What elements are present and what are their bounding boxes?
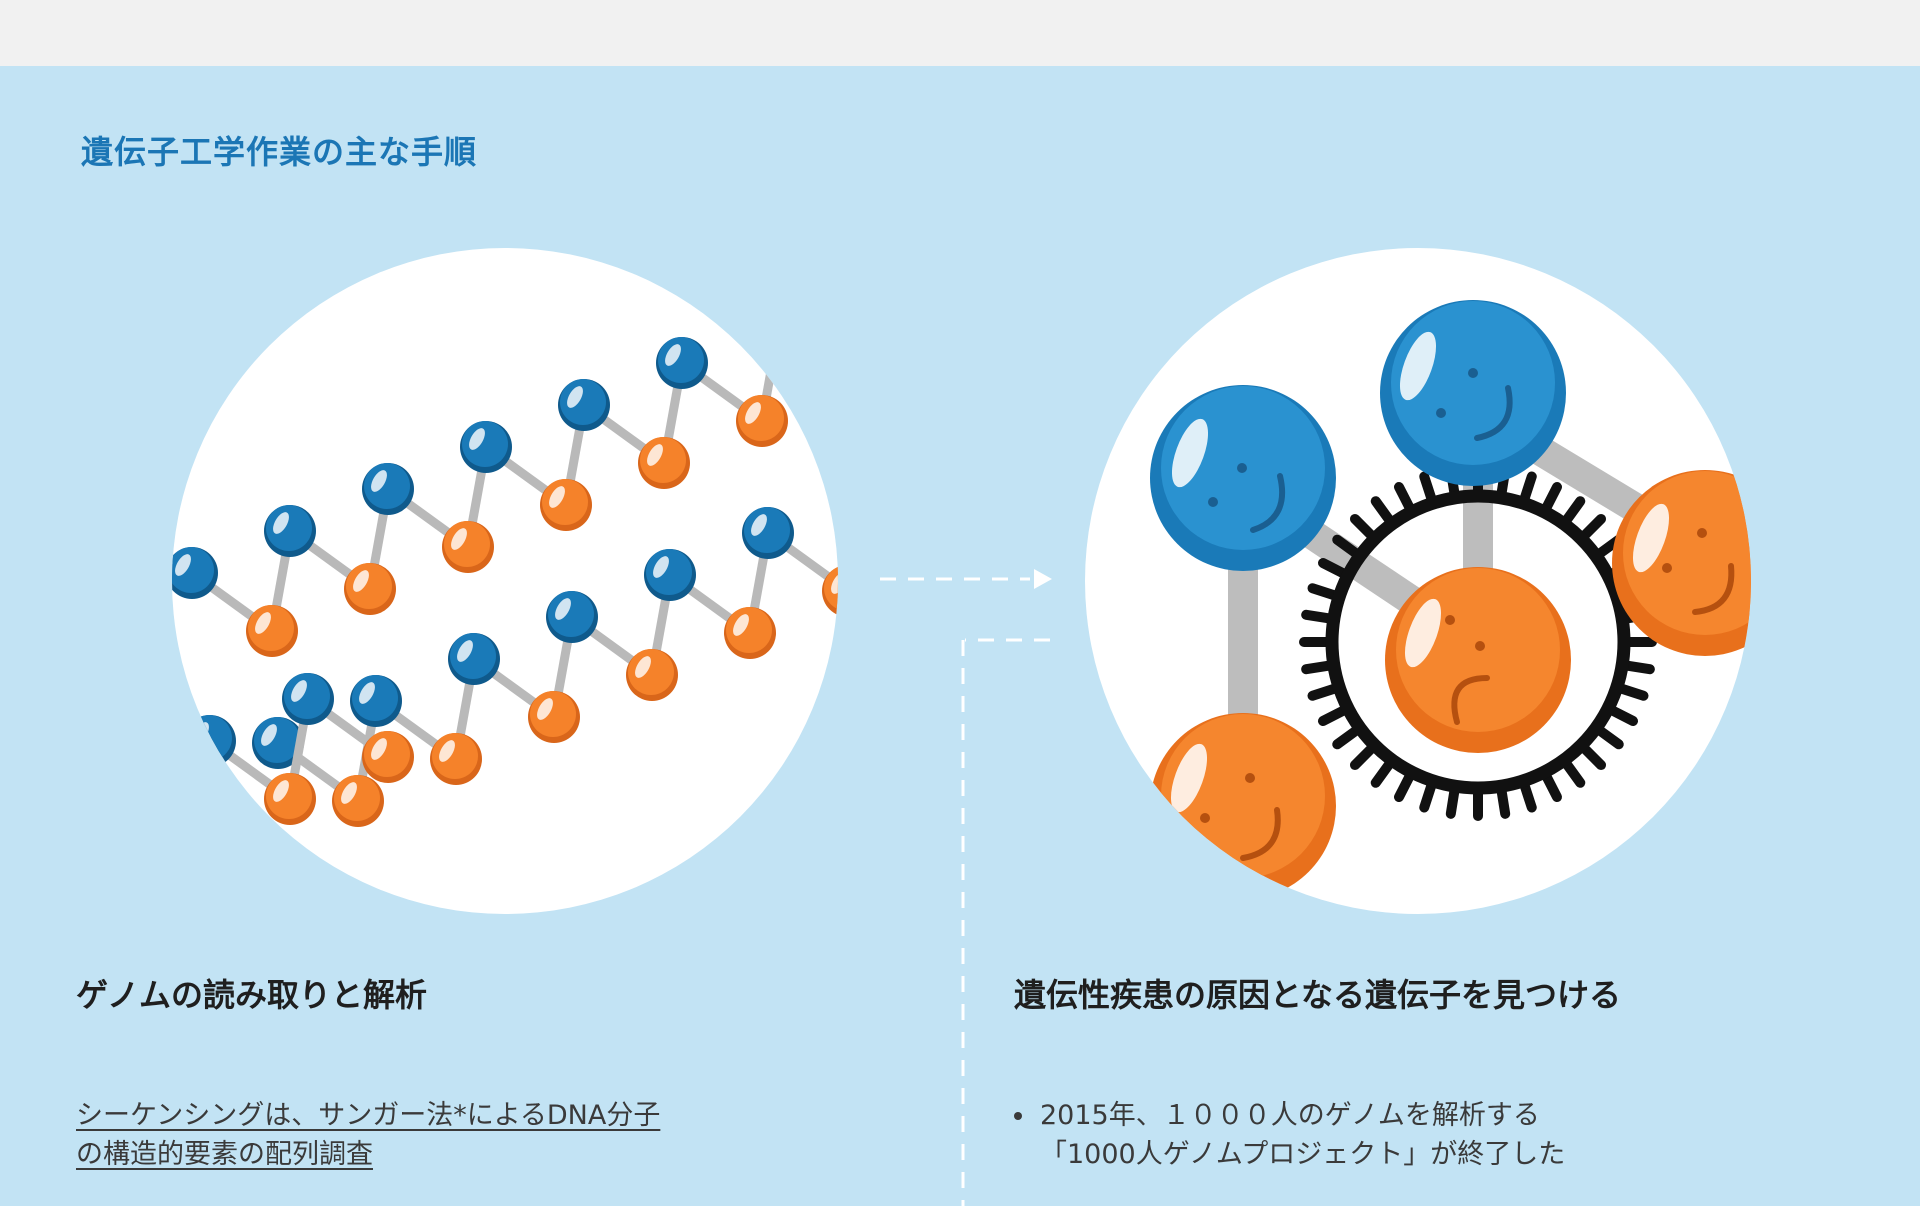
step-bullet-list: 2015年、１０００人のゲノムを解析する「1000人ゲノムプロジェクト」が終了し… — [1014, 1096, 1714, 1174]
dna-node — [460, 421, 512, 473]
dna-node — [540, 479, 592, 531]
step-heading-disease-gene: 遺伝性疾患の原因となる遺伝子を見つける — [1014, 976, 1622, 1014]
dna-node — [264, 773, 316, 825]
step-heading-genome: ゲノムの読み取りと解析 — [76, 976, 428, 1014]
sad-orange-node-center — [1385, 567, 1571, 753]
description-line-1: シーケンシングは、サンガー法*によるDNA分子 — [76, 1100, 661, 1131]
dna-node — [644, 549, 696, 601]
dna-node — [332, 775, 384, 827]
defective-gene-illustration-circle — [1085, 248, 1751, 914]
dna-node — [252, 717, 304, 769]
dna-node — [656, 337, 708, 389]
step-description-genome: シーケンシングは、サンガー法*によるDNA分子の構造的要素の配列調査 — [76, 1096, 776, 1174]
orange-node-right — [1612, 470, 1751, 656]
dna-node — [528, 691, 580, 743]
dna-node — [448, 633, 500, 685]
dna-node — [362, 731, 414, 783]
dna-node — [736, 395, 788, 447]
dna-node — [822, 566, 838, 615]
dna-node — [742, 507, 794, 559]
dna-node — [442, 521, 494, 573]
blue-node-left — [1150, 385, 1336, 571]
dna-node — [724, 607, 776, 659]
arrow-right-icon — [1034, 569, 1052, 589]
dna-node — [184, 715, 236, 767]
dna-node — [558, 379, 610, 431]
dna-node — [626, 649, 678, 701]
dna-node — [264, 505, 316, 557]
content-panel: 遺伝子工学作業の主な手順 — [0, 66, 1920, 1206]
dna-double-strand-icon — [172, 295, 838, 867]
dna-node — [362, 463, 414, 515]
dna-node — [282, 673, 334, 725]
section-title: 遺伝子工学作業の主な手順 — [81, 133, 478, 171]
bullet-line-2: 「1000人ゲノムプロジェクト」が終了した — [1040, 1139, 1566, 1170]
dna-node — [172, 547, 218, 599]
blue-node-top — [1380, 300, 1566, 486]
top-bar — [0, 0, 1920, 66]
defective-gene-molecule-icon — [1150, 300, 1751, 899]
sequencing-link[interactable]: シーケンシングは、サンガー法*によるDNA分子の構造的要素の配列調査 — [76, 1100, 660, 1170]
description-line-2: の構造的要素の配列調査 — [76, 1139, 373, 1170]
dna-node — [172, 815, 218, 867]
dna-node — [754, 295, 806, 347]
dna-node — [350, 675, 402, 727]
orange-node-bottom-left — [1150, 713, 1336, 899]
dna-node — [546, 591, 598, 643]
dna-illustration-circle — [172, 248, 838, 914]
dna-node — [246, 605, 298, 657]
bullet-line-1: 2015年、１０００人のゲノムを解析する — [1040, 1100, 1540, 1131]
dna-node — [834, 365, 838, 393]
dna-node — [430, 733, 482, 785]
dashed-connector — [880, 569, 1052, 1206]
list-item: 2015年、１０００人のゲノムを解析する「1000人ゲノムプロジェクト」が終了し… — [1014, 1096, 1714, 1174]
dna-node — [638, 437, 690, 489]
dna-node — [344, 563, 396, 615]
defect-ring — [1325, 489, 1631, 795]
